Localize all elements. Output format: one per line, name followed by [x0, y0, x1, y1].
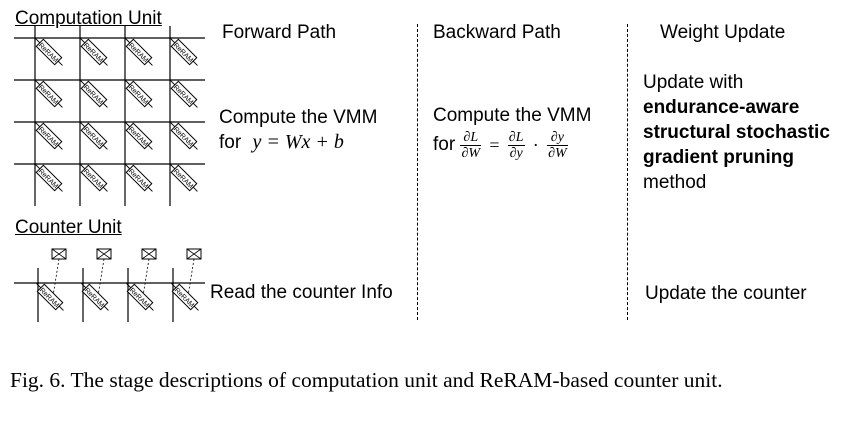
reram-cell-2-3: ReRAM	[170, 122, 198, 150]
backward-for-label: for	[433, 134, 456, 155]
backward-compute-text: Compute the VMM	[433, 105, 592, 126]
equals-sign: =	[489, 135, 500, 155]
forward-equation: y = Wx + b	[252, 131, 344, 153]
forward-for-label: for	[219, 132, 242, 153]
update-bold-line-2: structural stochastic	[643, 122, 830, 143]
computation-unit-label: Computation Unit	[15, 8, 162, 29]
reram-cell-0-2: ReRAM	[125, 38, 153, 66]
forward-compute-text: Compute the VMM	[219, 107, 378, 128]
reram-cell-0-1: ReRAM	[80, 38, 108, 66]
reram-cell-0-0: ReRAM	[35, 38, 63, 66]
fraction-dy-dw: ∂y∂W	[547, 129, 568, 161]
divider-backward-update	[627, 24, 628, 320]
update-bold-line-3: gradient pruning	[643, 147, 794, 168]
counter-sensor-2	[96, 248, 112, 301]
weight-update-header: Weight Update	[660, 22, 786, 43]
update-bold-line-1: endurance-aware	[643, 97, 800, 118]
update-method-text: method	[643, 172, 707, 193]
backward-equation-line: for ∂L∂W = ∂L∂y · ∂y∂W	[433, 128, 568, 162]
fraction-dl-dw: ∂L∂W	[460, 129, 482, 161]
reram-cell-3-0: ReRAM	[35, 164, 63, 192]
reram-cell-1-0: ReRAM	[35, 80, 63, 108]
reram-cell-2-1: ReRAM	[80, 122, 108, 150]
reram-cell-2-2: ReRAM	[125, 122, 153, 150]
reram-cell-2-0: ReRAM	[35, 122, 63, 150]
reram-cell-1-2: ReRAM	[125, 80, 153, 108]
reram-cell-3-2: ReRAM	[125, 164, 153, 192]
read-counter-text: Read the counter Info	[210, 282, 393, 303]
divider-forward-backward	[417, 24, 418, 320]
figure-caption: Fig. 6. The stage descriptions of comput…	[10, 368, 723, 392]
forward-path-header: Forward Path	[222, 22, 337, 43]
update-counter-text: Update the counter	[645, 283, 807, 304]
update-with-text: Update with	[643, 72, 744, 93]
reram-cell-3-1: ReRAM	[80, 164, 108, 192]
reram-cell-1-3: ReRAM	[170, 80, 198, 108]
fraction-dl-dy: ∂L∂y	[507, 129, 525, 161]
forward-equation-line: for y = Wx + b	[219, 130, 344, 155]
backward-path-header: Backward Path	[433, 22, 561, 43]
counter-unit-label: Counter Unit	[15, 217, 122, 238]
reram-cell-1-1: ReRAM	[80, 80, 108, 108]
dot-operator: ·	[532, 135, 539, 155]
reram-cell-3-3: ReRAM	[170, 164, 198, 192]
reram-cell-0-3: ReRAM	[170, 38, 198, 66]
